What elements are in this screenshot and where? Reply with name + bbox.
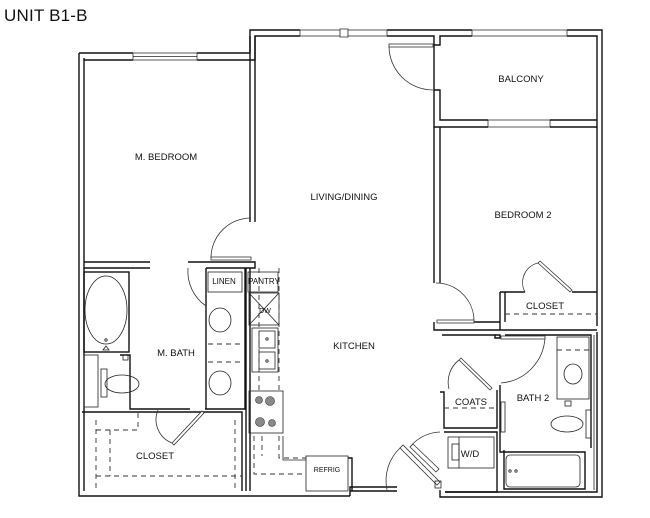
room-labels: M. BEDROOM LIVING/DINING BALCONY BEDROOM… [135,74,564,474]
pantry [247,271,279,293]
label-kitchen: KITCHEN [333,341,375,352]
bath-2-area [440,334,595,493]
unit-title: UNIT B1-B [4,6,88,25]
range [248,390,284,434]
label-closet-bedroom-2: CLOSET [526,301,564,312]
label-master-bedroom: M. BEDROOM [135,152,197,163]
label-washer-dryer: W/D [461,449,480,460]
bath-fixtures [84,275,242,398]
label-dishwasher: DW [259,308,271,315]
label-linen: LINEN [212,277,236,286]
label-pantry: PANTRY [248,277,280,286]
label-bath-2: BATH 2 [517,393,550,404]
label-balcony: BALCONY [498,74,544,85]
kitchen-sink [251,327,279,373]
doors [155,43,573,491]
label-coats: COATS [455,397,487,408]
windows [132,28,568,128]
kitchen-counters [207,268,353,492]
label-bedroom-2: BEDROOM 2 [494,210,551,221]
interior-walls [82,36,597,491]
label-closet-master: CLOSET [136,451,174,462]
label-living-dining: LIVING/DINING [310,192,377,203]
refrigerator [305,455,349,492]
label-refrigerator: REFRIG [314,467,340,474]
label-master-bath: M. BATH [157,348,195,359]
linen-closet [207,271,243,293]
